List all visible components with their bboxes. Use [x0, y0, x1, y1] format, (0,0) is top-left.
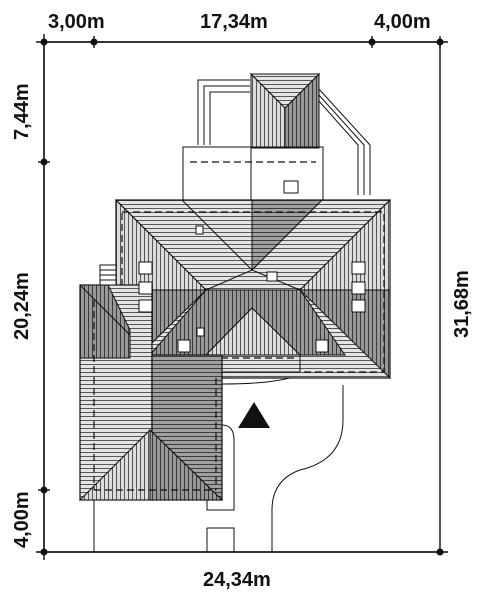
skylight — [351, 261, 366, 275]
dim-right-total: 31,68m — [451, 270, 473, 338]
skylight — [283, 180, 299, 194]
left-vent-detail — [99, 264, 117, 286]
roof-left-wing — [78, 284, 224, 501]
roof-top-wing — [249, 72, 321, 149]
dim-top-left: 3,00m — [48, 11, 105, 33]
dim-left-top: 7,44m — [11, 83, 33, 140]
skylight — [138, 261, 153, 275]
dim-left-middle: 20,24m — [11, 272, 33, 340]
chimney — [195, 225, 204, 235]
skylight — [351, 299, 366, 313]
dim-top-right: 4,00m — [374, 11, 431, 33]
skylight — [315, 339, 329, 353]
roof-middle-upper — [182, 146, 324, 208]
skylight — [138, 281, 153, 295]
skylight — [266, 271, 278, 282]
skylight — [138, 299, 153, 313]
dim-bottom-total: 24,34m — [203, 569, 271, 591]
entrance-triangle-icon — [238, 402, 270, 428]
skylight — [177, 339, 191, 353]
dim-top-middle: 17,34m — [200, 11, 268, 33]
dim-left-bottom: 4,00m — [11, 491, 33, 548]
terrace-outline — [197, 79, 371, 195]
plot-boundary — [43, 41, 441, 553]
roof-front-gable — [148, 289, 346, 373]
chimney — [196, 327, 205, 337]
skylight — [351, 281, 366, 295]
skylights — [138, 180, 366, 353]
